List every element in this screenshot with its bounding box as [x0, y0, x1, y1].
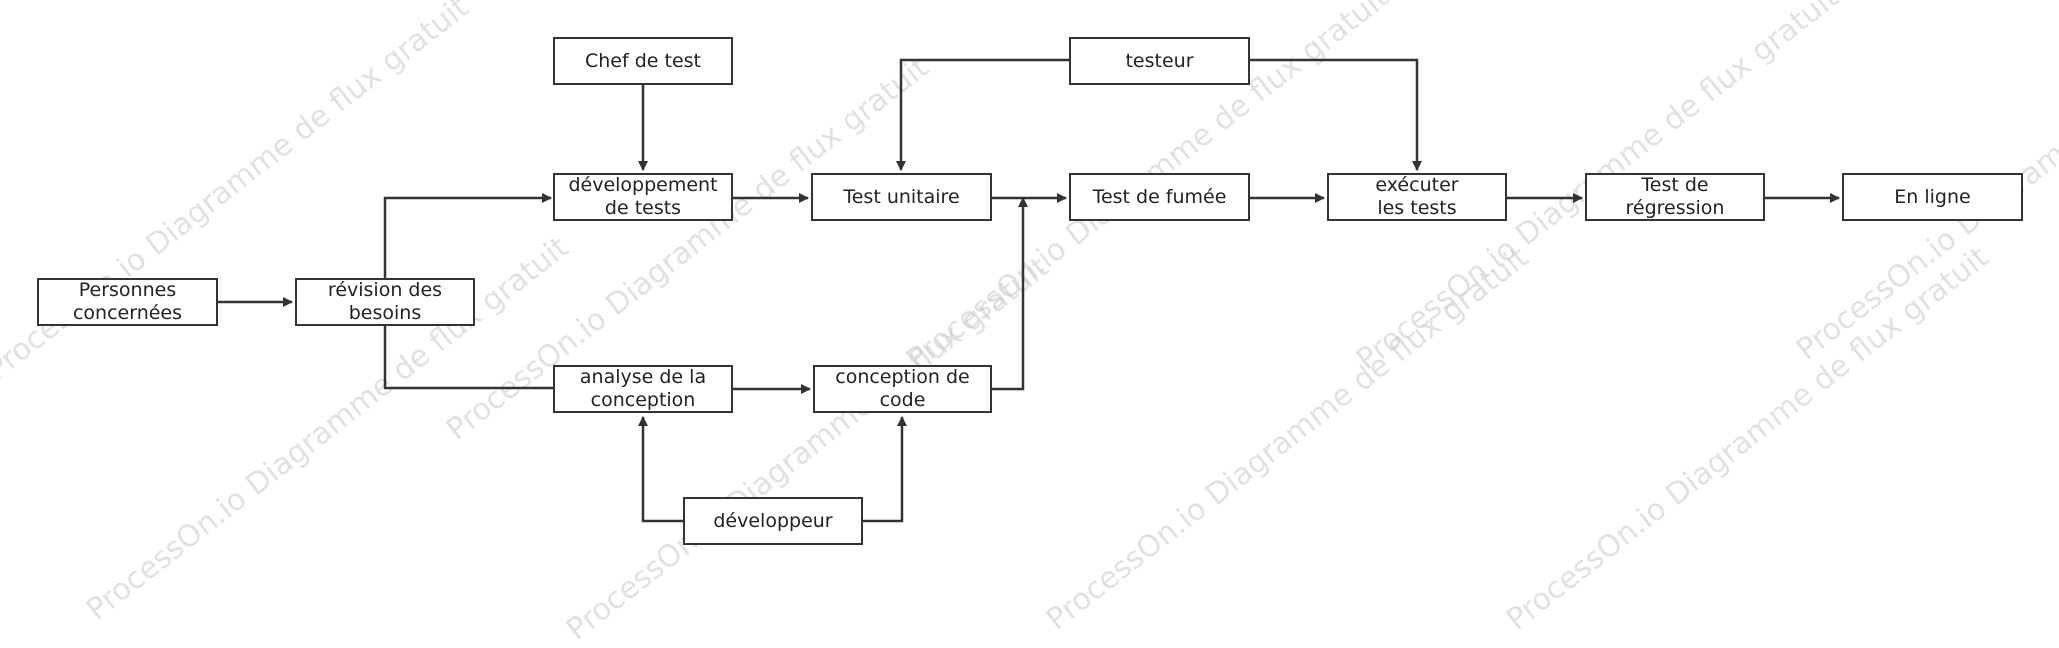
edge-revision-to-dev-tests	[383, 193, 552, 278]
edge-testeur-to-unitaire	[896, 58, 1069, 171]
node-conception-de-code[interactable]: conception de code	[813, 365, 992, 413]
node-developpeur[interactable]: développeur	[683, 497, 863, 545]
node-revision-des-besoins[interactable]: révision des besoins	[295, 278, 475, 326]
node-test-de-regression[interactable]: Test de régression	[1585, 173, 1765, 221]
node-en-ligne[interactable]: En ligne	[1842, 173, 2023, 221]
node-developpement-de-tests[interactable]: développement de tests	[553, 173, 733, 221]
node-test-unitaire[interactable]: Test unitaire	[811, 173, 992, 221]
node-testeur[interactable]: testeur	[1069, 37, 1250, 85]
edge-conception-code-to-fumee	[992, 197, 1028, 391]
node-analyse-de-la-conception[interactable]: analyse de la conception	[553, 365, 733, 413]
edge-testeur-to-executer	[1249, 58, 1422, 171]
edge-revision-to-analyse	[383, 326, 553, 390]
node-test-de-fumee[interactable]: Test de fumée	[1069, 173, 1250, 221]
node-personnes-concernees[interactable]: Personnes concernées	[37, 278, 218, 326]
edge-developpeur-to-analyse	[638, 416, 683, 523]
diagram-connectors	[218, 58, 1840, 523]
node-chef-de-test[interactable]: Chef de test	[553, 37, 733, 85]
edge-developpeur-to-conception-code	[863, 416, 907, 523]
node-executer-les-tests[interactable]: exécuter les tests	[1327, 173, 1507, 221]
